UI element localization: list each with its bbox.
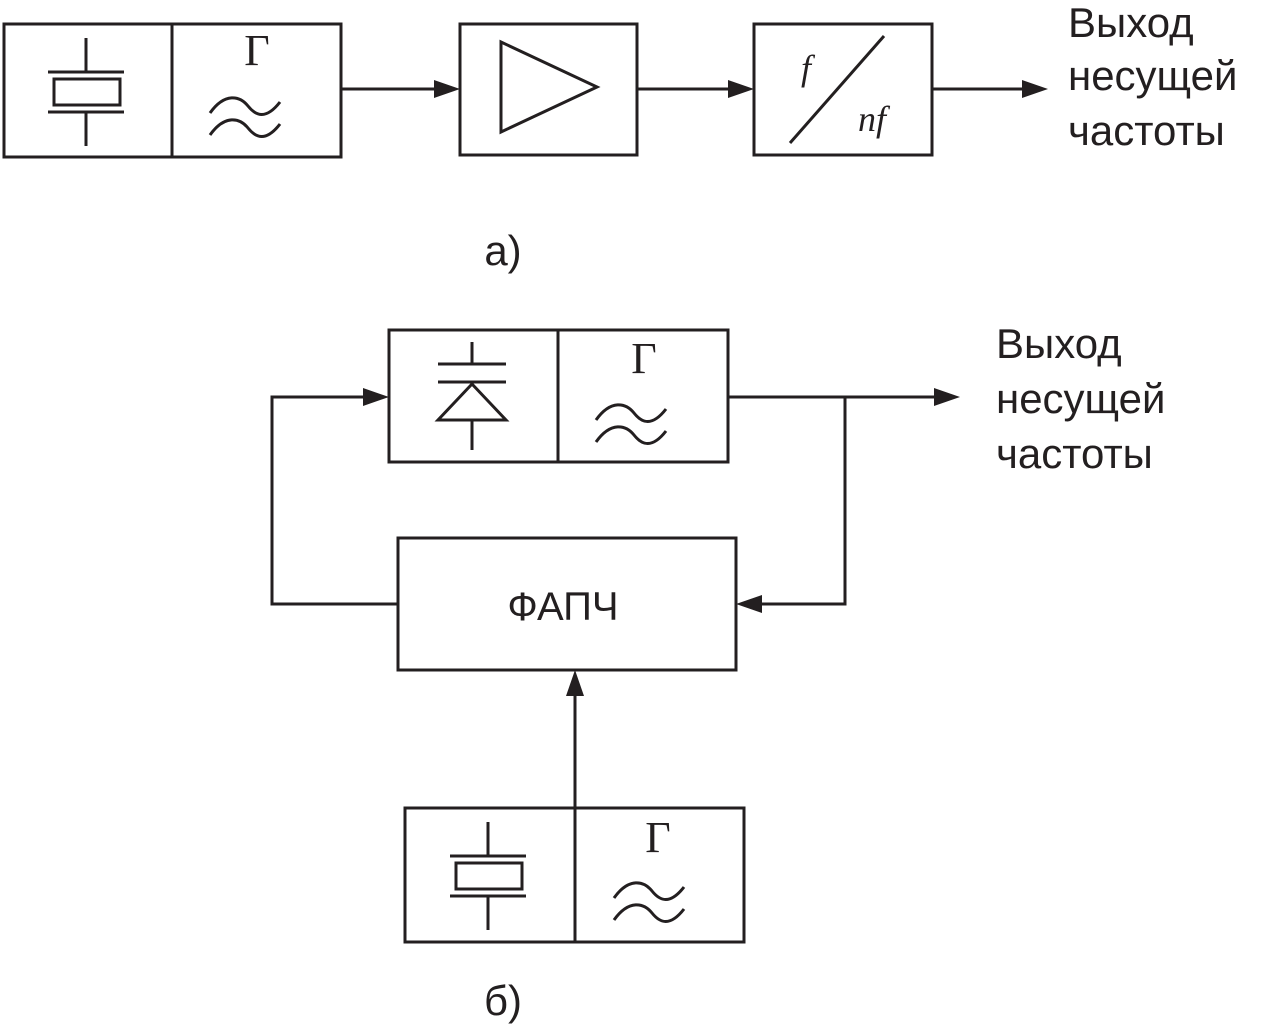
- varicap-diode-icon: [434, 342, 510, 450]
- arrow-output-to-pll: [736, 397, 847, 613]
- pll-block: ФАПЧ: [396, 536, 738, 672]
- arrow-oscillator-to-amplifier: [341, 80, 460, 98]
- amplifier-block: [458, 22, 639, 157]
- generator-symbol: Г: [645, 813, 670, 862]
- multiplier-frame: [752, 22, 934, 157]
- arrow-output-a: [932, 80, 1048, 98]
- arrow-output-b: [728, 388, 960, 406]
- quartz-crystal-icon: [48, 38, 124, 146]
- arrow-amplifier-to-multiplier: [637, 80, 754, 98]
- sine-wave-icon: [594, 403, 668, 445]
- output-label-line: несущей: [1068, 52, 1237, 99]
- fraction-slash: [788, 35, 886, 144]
- output-label-line: Выход: [1068, 0, 1194, 46]
- diagram-b: Г Выход несущей частоты ФАПЧ: [270, 320, 1165, 1024]
- vco-block: Г: [387, 328, 730, 464]
- reference-oscillator-block: Г: [403, 806, 746, 944]
- amplifier-triangle-icon: [499, 39, 601, 135]
- output-label-line: несущей: [996, 375, 1165, 422]
- output-label-line: Выход: [996, 320, 1122, 367]
- output-label-a: Выход несущей частоты: [1068, 0, 1237, 154]
- quartz-crystal-icon: [450, 822, 526, 930]
- output-label-b: Выход несущей частоты: [996, 320, 1165, 477]
- output-label-line: частоты: [1068, 107, 1225, 154]
- multiplier-output-frequency: nf: [858, 99, 891, 139]
- arrow-pll-to-vco: [270, 388, 398, 606]
- generator-symbol: Г: [631, 334, 656, 383]
- sine-wave-icon: [208, 96, 282, 138]
- pll-label: ФАПЧ: [507, 585, 618, 629]
- amplifier-frame: [458, 22, 639, 157]
- caption-b: б): [484, 977, 522, 1024]
- diagram-a: Г f nf: [2, 0, 1237, 274]
- sine-wave-icon: [612, 881, 686, 923]
- pll-frame: [396, 536, 738, 672]
- arrow-reference-to-pll: [566, 670, 584, 808]
- generator-symbol: Г: [244, 26, 269, 75]
- output-label-line: частоты: [996, 430, 1153, 477]
- crystal-oscillator-block: Г: [2, 22, 343, 159]
- frequency-multiplier-block: f nf: [752, 22, 934, 157]
- caption-a: а): [484, 227, 521, 274]
